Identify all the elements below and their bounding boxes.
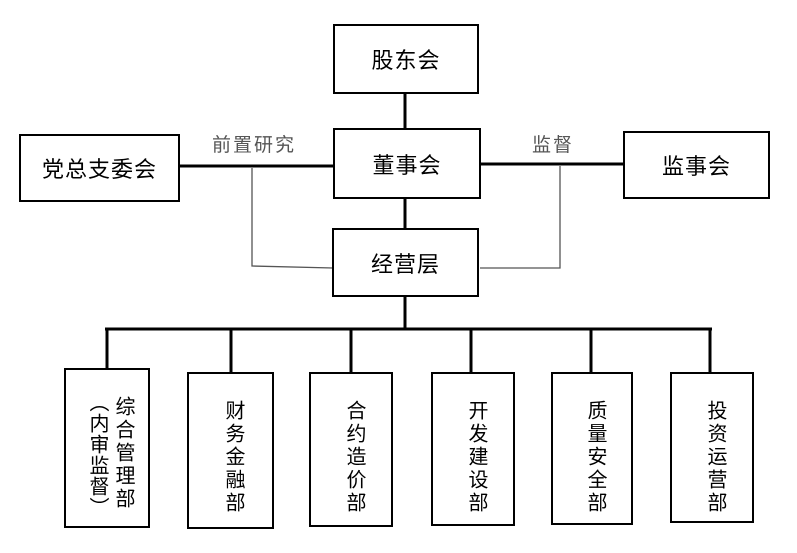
dept-sublabel: （内审监督） [86, 392, 110, 518]
line-supervision-bracket [480, 166, 561, 269]
board-label: 董事会 [372, 153, 442, 179]
research-annotation: 前置研究 [212, 134, 297, 156]
dept-box-investment-operations: 投资运营部 [670, 372, 754, 523]
supervisors-label: 监事会 [661, 155, 731, 180]
supervision-annotation: 监督 [532, 134, 575, 156]
dept-box-general-management: 综合管理部 （内审监督） [64, 368, 150, 528]
dept-label: 综合管理部 [112, 396, 136, 511]
management-box: 经营层 [332, 228, 479, 297]
party-committee-label: 党总支委会 [41, 158, 157, 183]
dept-label: 投资运营部 [704, 400, 728, 515]
dept-box-contract-cost: 合约造价部 [309, 372, 393, 527]
management-label: 经营层 [370, 252, 440, 278]
shareholders-label: 股东会 [371, 49, 441, 74]
dept-label: 质量安全部 [584, 400, 608, 515]
dept-box-finance: 财务金融部 [187, 372, 274, 529]
board-box: 董事会 [333, 128, 481, 199]
shareholders-box: 股东会 [333, 24, 479, 94]
line-research-bracket [251, 168, 334, 269]
dept-label: 合约造价部 [343, 400, 367, 515]
supervisors-box: 监事会 [623, 131, 770, 199]
dept-label: 财务金融部 [222, 400, 246, 515]
dept-box-development: 开发建设部 [431, 372, 515, 526]
dept-label: 开发建设部 [465, 400, 489, 515]
dept-box-quality-safety: 质量安全部 [551, 372, 633, 525]
party-committee-box: 党总支委会 [19, 134, 180, 202]
